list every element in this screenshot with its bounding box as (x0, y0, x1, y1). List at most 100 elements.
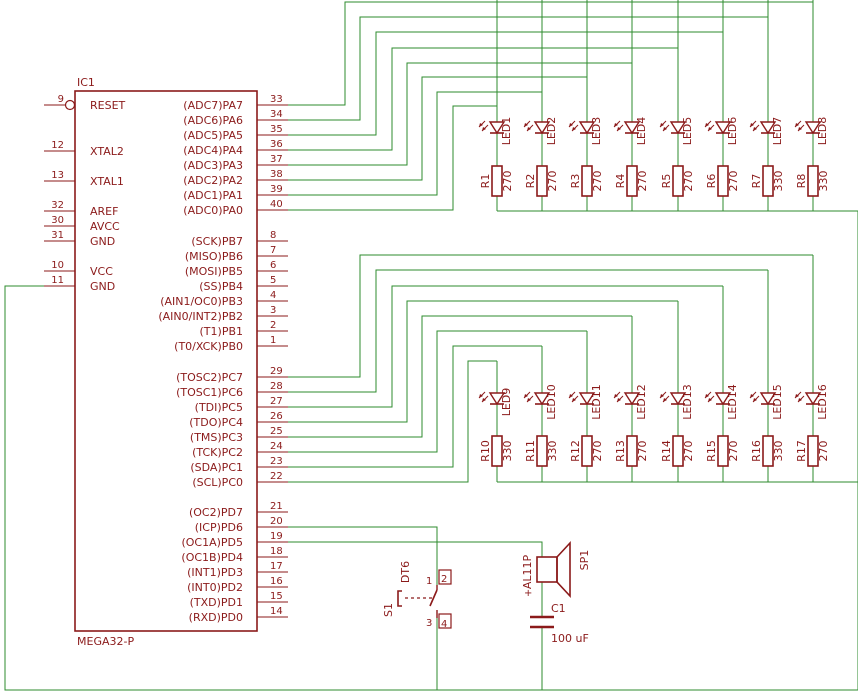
resistor-name: R14 (660, 440, 673, 462)
ic-pin-number: 11 (51, 275, 64, 286)
pc-net (288, 285, 723, 408)
led-label: LED9 (500, 388, 513, 417)
ic-pin-number: 17 (270, 561, 283, 572)
resistor-body (762, 165, 774, 197)
led-label: LED5 (681, 117, 694, 146)
ic-pin-label: AREF (90, 205, 118, 218)
ic-pin-label: (TOSC2)PC7 (176, 371, 243, 384)
switch-pin-number: 1 (426, 576, 432, 587)
resistor-body (491, 165, 503, 197)
resistor-body (762, 435, 774, 467)
ic-pin-label: (ADC0)PA0 (183, 204, 243, 217)
ic-pin-number: 27 (270, 396, 283, 407)
ic-pin-number: 33 (270, 94, 283, 105)
resistor-name: R1 (479, 174, 492, 189)
led-arrow-head (572, 398, 576, 402)
led-label: LED3 (590, 117, 603, 146)
led-arrow-head (569, 394, 573, 398)
ic-pin-label: (TCK)PC2 (192, 446, 243, 459)
resistor-value: 270 (727, 171, 740, 192)
resistor-name: R7 (750, 174, 763, 189)
ic-pin-number: 20 (270, 516, 283, 527)
led-triangle (533, 392, 551, 406)
ic-pin-label: (T0/XCK)PB0 (174, 340, 243, 353)
ic-pin-number: 26 (270, 411, 283, 422)
led-arrow-head (524, 394, 528, 398)
pa-net (288, 105, 497, 211)
led-arrow-head (750, 123, 754, 127)
led-triangle (669, 392, 687, 406)
ic-pin-number: 4 (270, 290, 276, 301)
resistor-name: R13 (614, 440, 627, 462)
ic-pin-label: (SDA)PC1 (190, 461, 243, 474)
pd6-switch-net (288, 526, 438, 585)
pa-net (288, 91, 542, 196)
resistor-body (717, 435, 729, 467)
led-arrow-head (527, 398, 531, 402)
led-arrow-head (795, 394, 799, 398)
switch-contact (429, 589, 438, 607)
pa-net (288, 76, 587, 181)
resistor-name: R8 (795, 174, 808, 189)
led-arrow-head (572, 127, 576, 131)
led-label: LED16 (816, 384, 829, 420)
led-arrow-head (482, 127, 486, 131)
ic-pin-label: (TDO)PC4 (189, 416, 243, 429)
ic-pin-label: RESET (90, 99, 126, 112)
ic-pin-number: 16 (270, 576, 283, 587)
ic-pin-label: VCC (90, 265, 113, 278)
ic-pin-label: (SCK)PB7 (191, 235, 243, 248)
ic-pin-label: (T1)PB1 (200, 325, 243, 338)
led-arrow-head (708, 398, 712, 402)
ic-pin-number: 38 (270, 169, 283, 180)
led-arrow-head (798, 127, 802, 131)
ic-pin-number: 6 (270, 260, 276, 271)
ic-pin-number: 8 (270, 230, 276, 241)
led-label: LED14 (726, 384, 739, 420)
ic-pin-label: (AIN1/OC0)PB3 (160, 295, 243, 308)
pa-net (288, 1, 813, 106)
ic-pin-label: (SCL)PC0 (192, 476, 243, 489)
pa-net (288, 47, 678, 151)
ic-pin-label: (RXD)PD0 (189, 611, 243, 624)
led-triangle (488, 392, 506, 406)
resistor-name: R6 (705, 174, 718, 189)
led-triangle (759, 121, 777, 135)
pc-net (288, 269, 768, 393)
led-arrow-head (660, 123, 664, 127)
speaker-name: SP1 (578, 550, 591, 571)
ic-pin-label: (ADC4)PA4 (183, 144, 243, 157)
resistor-body (536, 435, 548, 467)
pc-net (288, 254, 813, 378)
ic-name: IC1 (77, 76, 95, 89)
ic-pin-number: 13 (51, 170, 64, 181)
led-label: LED6 (726, 117, 739, 146)
ic-pin-number: 18 (270, 546, 283, 557)
resistor-body (626, 165, 638, 197)
led-arrow-head (569, 123, 573, 127)
led-label: LED4 (635, 117, 648, 146)
ic-pin-number: 32 (51, 200, 64, 211)
ic-pin-number: 24 (270, 441, 283, 452)
pc-net (288, 315, 632, 438)
led-arrow-head (705, 394, 709, 398)
ic-pin-label: GND (90, 235, 115, 248)
led-arrow-head (798, 398, 802, 402)
resistor-body (581, 165, 593, 197)
led-triangle (804, 121, 822, 135)
ic-pin-number: 15 (270, 591, 283, 602)
led-triangle (533, 121, 551, 135)
pd5-speaker-net (288, 541, 543, 557)
led-label: LED15 (771, 384, 784, 420)
switch-pin-number: 2 (441, 574, 447, 585)
ic-body (74, 90, 258, 632)
resistor-name: R5 (660, 174, 673, 189)
resistor-body (581, 435, 593, 467)
resistor-body (717, 165, 729, 197)
resistor-value: 330 (772, 441, 785, 462)
ic-pin-label: (OC1B)PD4 (181, 551, 243, 564)
resistor-name: R2 (524, 174, 537, 189)
led-arrow-head (705, 123, 709, 127)
led-arrow-head (660, 394, 664, 398)
ic-pin-label: GND (90, 280, 115, 293)
